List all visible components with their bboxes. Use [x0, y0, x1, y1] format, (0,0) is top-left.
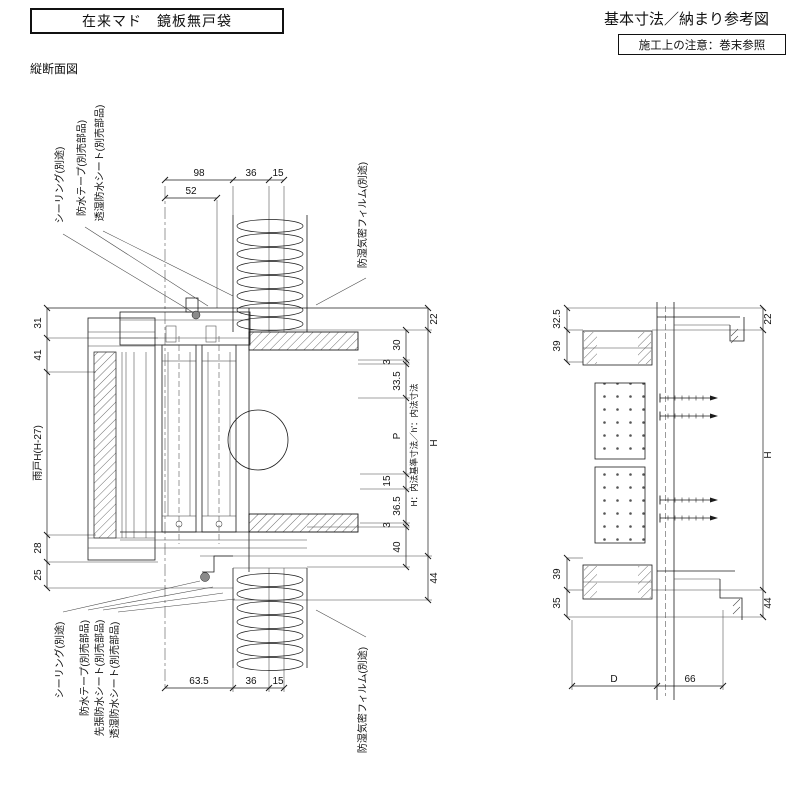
dim-36-bottom: 36: [245, 676, 257, 687]
dim-3a: 3: [382, 359, 393, 365]
label-tape-top: 防水テープ(別売部品): [75, 120, 88, 216]
rd-panels: [594, 382, 646, 544]
dim-32-5: 32.5: [552, 309, 563, 329]
window-sill-frame: [120, 513, 359, 582]
dim-d: D: [610, 674, 617, 685]
dim-22: 22: [429, 313, 440, 325]
dim-15-right: 15: [382, 475, 393, 487]
dim-25: 25: [33, 569, 44, 581]
dim-15-top: 15: [272, 168, 284, 179]
pocket-section-drawing: 32.5 39 39 35 22 H 44 D 66: [552, 302, 774, 700]
dim-98: 98: [193, 168, 205, 179]
dim-36-5: 36.5: [392, 496, 403, 516]
shutter-panels: [161, 336, 289, 544]
dim-28: 28: [33, 542, 44, 554]
sealing-bead-bottom: [200, 572, 210, 582]
upper-wall: [232, 215, 308, 332]
dim-3b: 3: [382, 522, 393, 528]
rd-screws: [659, 393, 719, 523]
part-labels-top-left: シーリング(別途) 防水テープ(別売部品) 透湿防水シート(別売部品): [53, 105, 234, 314]
dimension-note: H：内法基準寸法／h'：内法寸法: [409, 384, 419, 507]
dim-31: 31: [33, 317, 44, 329]
label-film-bottom: 防湿気密フィルム(別途): [356, 647, 369, 753]
film-labels-right: 防湿気密フィルム(別途) 防湿気密フィルム(別途): [315, 162, 369, 753]
dim-40: 40: [392, 541, 403, 553]
rd-sill-bracket: [657, 570, 743, 620]
label-sheet-top: 透湿防水シート(別売部品): [93, 105, 106, 222]
dim-h: H: [429, 439, 440, 446]
shutter-pocket: [87, 317, 156, 561]
dimensions-left-drawing: 98 36 15 52 63.5 36 15 31 41 雨戸H(H-27) 2…: [32, 168, 440, 692]
dim-amado-h: 雨戸H(H-27): [32, 425, 44, 481]
dim-39b: 39: [552, 568, 563, 580]
insulation-coil-top: [236, 219, 304, 331]
dim-22-right: 22: [763, 313, 774, 325]
dim-36-top: 36: [245, 168, 257, 179]
dim-35: 35: [552, 597, 563, 609]
construction-note-box: 施工上の注意：巻末参照: [618, 34, 786, 55]
label-tape-bottom: 防水テープ(別売部品): [78, 620, 91, 716]
part-labels-bottom-left: シーリング(別途) 防水テープ(別売部品) 先張防水シート(別売部品) 透湿防水…: [53, 580, 236, 739]
head-board-hatched: [248, 331, 359, 351]
dim-33-5: 33.5: [392, 371, 403, 391]
dimensions-right-drawing: 32.5 39 39 35 22 H 44 D 66: [552, 304, 774, 690]
section-view-label: 縦断面図: [30, 62, 79, 76]
label-sealing-top: シーリング(別途): [53, 147, 66, 224]
dim-p: P: [392, 432, 403, 439]
rd-head-box: [582, 330, 653, 366]
drawing-title: 在来マド 鏡板無戸袋: [82, 13, 232, 29]
dim-41: 41: [33, 349, 44, 361]
label-sealing-bottom: シーリング(別途): [53, 622, 66, 699]
vertical-section-drawing: 98 36 15 52 63.5 36 15 31 41 雨戸H(H-27) 2…: [32, 105, 440, 753]
dim-30: 30: [392, 339, 403, 351]
lower-wall: [232, 568, 308, 671]
dim-44: 44: [429, 572, 440, 584]
dim-52: 52: [185, 186, 197, 197]
pocket-panel-hatched: [93, 351, 117, 539]
drawing-title-box: 在来マド 鏡板無戸袋: [30, 8, 284, 34]
document-title: 基本寸法／納まり参考図: [604, 11, 770, 28]
dim-15-bottom: 15: [272, 676, 284, 687]
construction-note: 施工上の注意：巻末参照: [638, 39, 766, 52]
rd-sill-box: [582, 564, 653, 600]
label-presheet-bottom: 先張防水シート(別売部品): [93, 620, 106, 737]
label-film-top: 防湿気密フィルム(別途): [356, 162, 369, 268]
dim-39a: 39: [552, 340, 563, 352]
handle-circle: [227, 409, 289, 471]
sill-board-hatched: [248, 513, 359, 533]
insulation-coil-bottom: [236, 573, 304, 671]
label-sheet-bottom: 透湿防水シート(別売部品): [108, 622, 121, 739]
rd-construction-lines: [567, 302, 763, 700]
rd-head-bracket: [657, 316, 745, 344]
dim-h-right: H: [763, 451, 774, 458]
dim-44-right: 44: [763, 597, 774, 609]
dim-66: 66: [684, 674, 696, 685]
dim-63-5: 63.5: [189, 676, 209, 687]
